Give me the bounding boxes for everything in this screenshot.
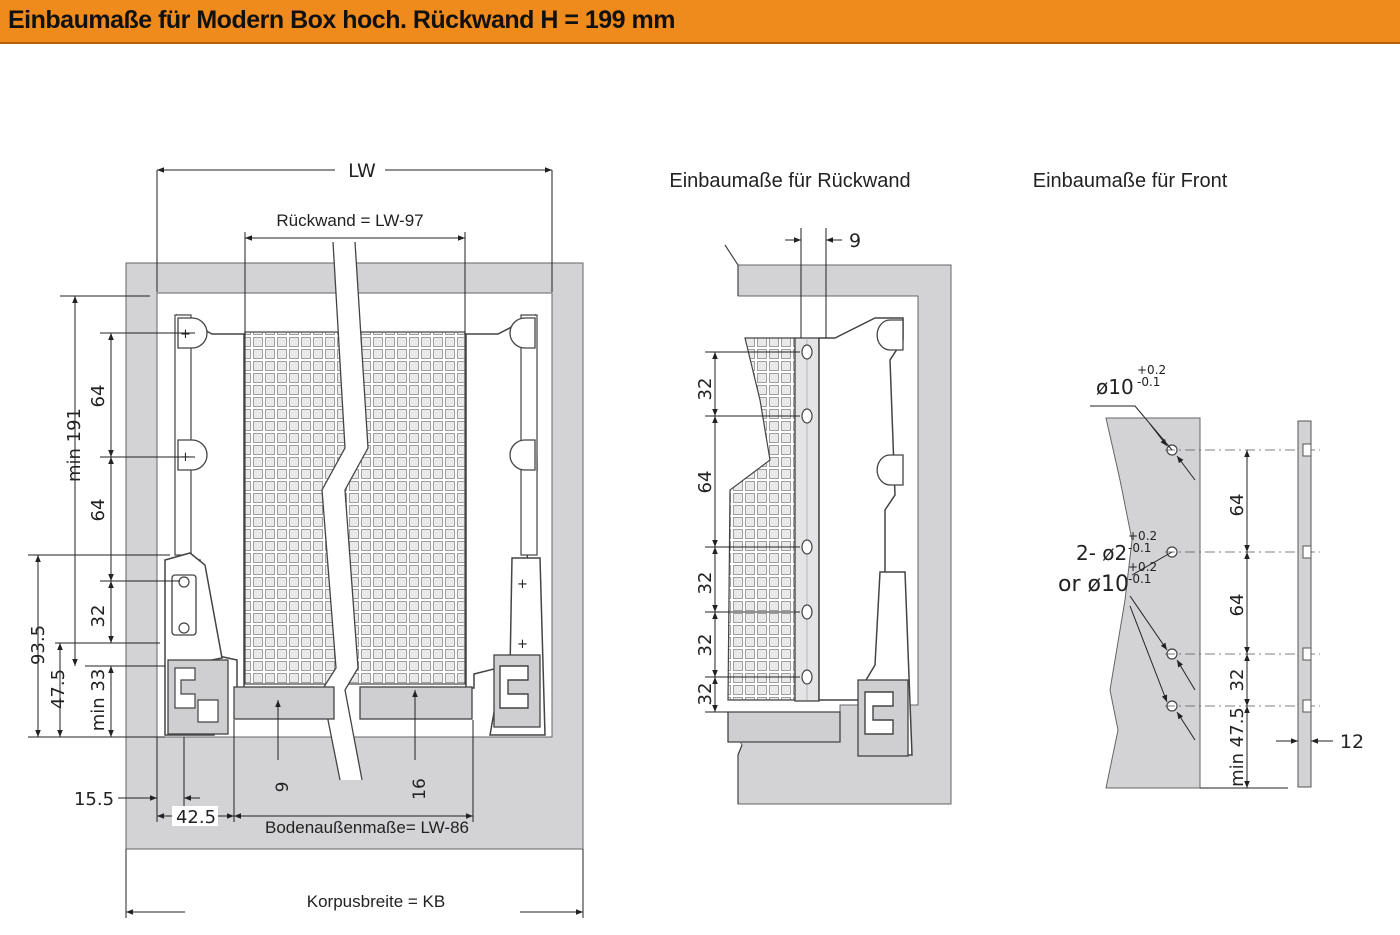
- svg-text:+: +: [517, 577, 528, 592]
- middle-view-title: Einbaumaße für Rückwand: [669, 170, 910, 192]
- dim-min33: min 33: [88, 669, 109, 732]
- front-section: [1297, 420, 1312, 788]
- tol-up-3: +0.2: [1128, 560, 1157, 574]
- dim-16: 16: [410, 778, 430, 800]
- title-bar: Einbaumaße für Modern Box hoch. Rückwand…: [0, 0, 1400, 44]
- dim-32-a-middle: 32: [695, 378, 716, 401]
- dim-9: 9: [273, 782, 293, 793]
- svg-text:+: +: [180, 327, 191, 342]
- tol-up-1: +0.2: [1137, 363, 1166, 377]
- front-panel: [1105, 417, 1201, 789]
- dim-min47-5-front: min 47.5: [1227, 707, 1248, 787]
- label-or-phi10: or ø10: [1058, 572, 1129, 597]
- tol-dn-3: -0.1: [1128, 572, 1151, 586]
- middle-view: Einbaumaße für Rückwand 9: [669, 170, 952, 805]
- right-view-title: Einbaumaße für Front: [1033, 170, 1228, 192]
- dim-64-a-front: 64: [1227, 494, 1248, 517]
- right-view: Einbaumaße für Front ø10 +0.2 -0.1 2-: [1033, 170, 1364, 789]
- dim-rueckwand: Rückwand = LW-97: [276, 211, 423, 230]
- dim-min191: min 191: [64, 408, 85, 482]
- left-view: + + + + LW: [28, 160, 584, 918]
- dim-boden: Bodenaußenmaße= LW-86: [265, 818, 469, 837]
- dim-93-5: 93.5: [28, 625, 49, 665]
- drawer-bottom: [233, 686, 335, 720]
- dim-47-5: 47.5: [48, 669, 69, 709]
- svg-text:+: +: [517, 637, 528, 652]
- label-2-phi2: 2- ø2: [1076, 541, 1127, 565]
- label-phi10: ø10: [1096, 375, 1134, 399]
- dim-15-5: 15.5: [74, 789, 114, 810]
- dim-64-lower: 64: [88, 499, 109, 522]
- dim-12: 12: [1340, 731, 1364, 753]
- dim-lw: LW: [348, 160, 376, 182]
- page-title: Einbaumaße für Modern Box hoch. Rückwand…: [8, 6, 676, 34]
- dim-64-middle: 64: [695, 471, 716, 494]
- tol-up-2: +0.2: [1128, 529, 1157, 543]
- dim-32: 32: [88, 605, 109, 628]
- dim-32-b-middle: 32: [695, 572, 716, 595]
- dim-korpus: Korpusbreite = KB: [307, 892, 445, 911]
- dim-32-front: 32: [1227, 669, 1248, 692]
- dim-32-d-middle: 32: [695, 683, 716, 706]
- dim-32-c-middle: 32: [695, 634, 716, 657]
- tol-dn-2: -0.1: [1128, 541, 1151, 555]
- dim-9-middle: 9: [849, 230, 861, 252]
- dim-64-b-front: 64: [1227, 594, 1248, 617]
- tol-dn-1: -0.1: [1137, 375, 1160, 389]
- technical-drawing: + + + + LW: [28, 160, 1364, 918]
- dim-42-5: 42.5: [176, 807, 216, 828]
- rear-panel-middle: [727, 337, 796, 701]
- dim-64-upper: 64: [88, 385, 109, 408]
